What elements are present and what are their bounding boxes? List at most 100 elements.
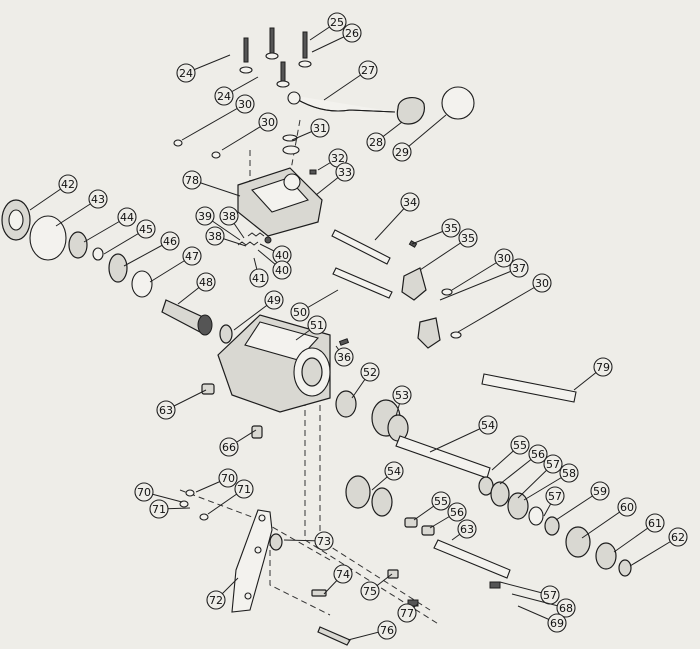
callout-number: 74: [336, 568, 350, 581]
callout-circle: [176, 63, 196, 83]
callout-circle: [264, 290, 284, 310]
callout-55: 55: [413, 491, 451, 521]
callout-circle: [668, 527, 688, 547]
callout-number: 68: [559, 602, 573, 615]
bearings-synchros: [404, 476, 632, 589]
callout-48: 48: [177, 272, 216, 305]
callout-circle: [235, 94, 255, 114]
callout-circle: [88, 189, 108, 209]
callout-circle: [249, 268, 269, 288]
callout-72: 72: [206, 577, 239, 610]
callout-number: 70: [137, 486, 151, 499]
callout-number: 30: [497, 252, 511, 265]
callout-circle: [258, 112, 278, 132]
callout-number: 63: [460, 523, 474, 536]
callout-62: 62: [629, 527, 688, 567]
callout-28: 28: [366, 121, 403, 152]
callout-number: 66: [222, 441, 236, 454]
callout-leader-line: [401, 114, 447, 153]
callout-29: 29: [392, 114, 447, 162]
callout-54: 54: [371, 461, 404, 491]
callout-number: 45: [139, 223, 153, 236]
callout-number: 35: [444, 222, 458, 235]
callout-38: 38: [205, 226, 247, 247]
shift-cover-housing: [237, 167, 323, 237]
callout-circle: [397, 603, 417, 623]
callout-number: 43: [91, 193, 105, 206]
callout-number: 72: [209, 594, 223, 607]
input-shaft: [161, 299, 233, 344]
callout-37: 37: [439, 258, 529, 301]
callout-36: 36: [334, 345, 354, 367]
callout-number: 56: [450, 506, 464, 519]
callout-number: 29: [395, 146, 409, 159]
callout-leader-line: [451, 257, 505, 291]
callout-circle: [532, 273, 552, 293]
top-bolts: [239, 27, 312, 88]
callout-39: 39: [195, 206, 241, 241]
callout-35: 35: [411, 218, 461, 245]
callout-circle: [447, 502, 467, 522]
callout-52: 52: [351, 362, 380, 399]
callout-number: 25: [330, 16, 344, 29]
callout-circle: [457, 519, 477, 539]
callout-number: 53: [395, 389, 409, 402]
callout-number: 27: [361, 64, 375, 77]
callout-60: 60: [581, 497, 637, 539]
callout-34: 34: [374, 192, 420, 241]
callout-circle: [333, 564, 353, 584]
callout-number: 24: [179, 67, 193, 80]
callout-circle: [196, 272, 216, 292]
callout-number: 28: [369, 136, 383, 149]
callout-number: 57: [543, 589, 557, 602]
callout-54: 54: [429, 415, 498, 453]
callout-30: 30: [451, 248, 514, 291]
callout-circle: [290, 302, 310, 322]
callout-circle: [617, 497, 637, 517]
transmission-case: [217, 314, 331, 413]
callout-79: 79: [573, 357, 613, 391]
callout-43: 43: [55, 189, 108, 227]
callout-number: 31: [313, 122, 327, 135]
callout-circle: [358, 60, 378, 80]
callout-circle: [205, 226, 225, 246]
callout-circle: [334, 347, 354, 367]
callout-circle: [458, 228, 478, 248]
callout-number: 58: [562, 467, 576, 480]
callout-circle: [543, 454, 563, 474]
callout-circle: [478, 415, 498, 435]
callout-51: 51: [295, 315, 327, 341]
callout-number: 30: [261, 116, 275, 129]
callout-circle: [593, 357, 613, 377]
shift-forks: [401, 267, 462, 349]
callout-number: 59: [593, 485, 607, 498]
callout-circle: [160, 231, 180, 251]
callout-number: 33: [338, 166, 352, 179]
callout-50: 50: [290, 289, 339, 322]
callout-30: 30: [221, 112, 278, 151]
callout-number: 35: [461, 232, 475, 245]
callout-circle: [590, 481, 610, 501]
shift-lever-assembly: [287, 86, 475, 125]
callout-58: 58: [523, 463, 579, 501]
callout-circle: [556, 598, 576, 618]
callout-circle: [431, 491, 451, 511]
callout-circle: [545, 486, 565, 506]
callout-circle: [219, 437, 239, 457]
callout-circle: [645, 513, 665, 533]
callout-56: 56: [429, 502, 467, 529]
callout-47: 47: [149, 246, 202, 283]
callout-circle: [214, 86, 234, 106]
callout-63: 63: [156, 389, 207, 420]
callout-circle: [392, 142, 412, 162]
callout-number: 76: [380, 624, 394, 637]
callout-number: 73: [317, 535, 331, 548]
callout-number: 49: [267, 294, 281, 307]
callout-circle: [528, 444, 548, 464]
mainshafts: [395, 373, 577, 579]
callout-circle: [314, 531, 334, 551]
callout-78: 78: [182, 170, 241, 197]
callout-76: 76: [347, 620, 397, 641]
callout-number: 70: [221, 472, 235, 485]
